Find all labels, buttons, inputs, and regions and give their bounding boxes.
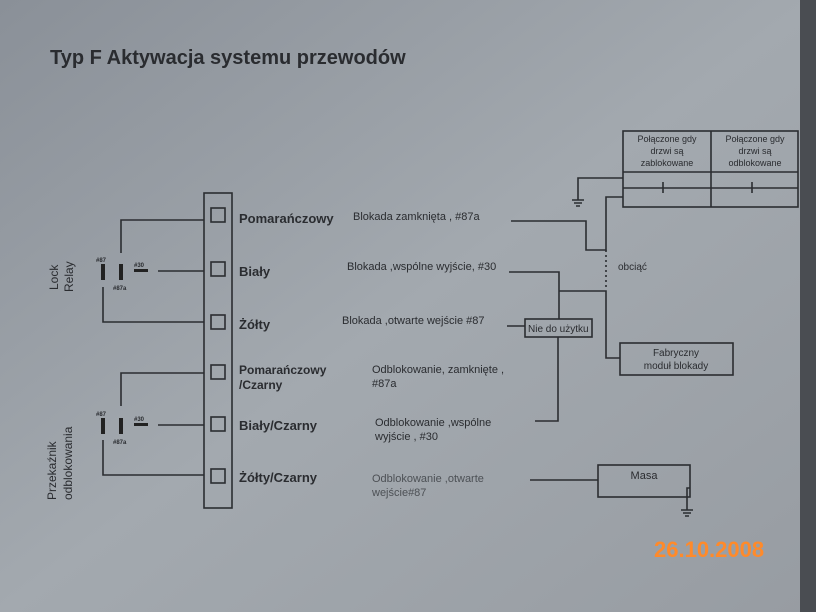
ground-box [597, 464, 691, 498]
wire-color-3: Żółty [239, 317, 271, 332]
factory-label-1: Fabryczny [653, 348, 699, 359]
date-stamp: 26.10.2008 [654, 537, 764, 562]
connector-slots [210, 207, 226, 484]
unused-box [524, 318, 593, 338]
svg-text:#30: #30 [134, 417, 145, 423]
wire-color-2: Biały [239, 264, 271, 279]
slot-5 [210, 416, 226, 432]
connector-block [203, 192, 233, 509]
slot-6 [210, 468, 226, 484]
wire-desc-3: Blokada ,otwarte wejście #87 [342, 315, 484, 327]
svg-text:#87a: #87a [113, 440, 127, 446]
svg-text:#87: #87 [96, 258, 107, 264]
ground-icon [572, 199, 584, 207]
svg-text:#30: #30 [134, 263, 145, 269]
wire-color-6: Żółty/Czarny [239, 470, 318, 485]
slot-3 [210, 314, 226, 330]
lock-relay-label-2: Relay [62, 261, 76, 292]
svg-text:odblokowane: odblokowane [728, 158, 781, 168]
wire-color-1: Pomarańczowy [239, 211, 334, 226]
lock-relay-label-1: Lock [47, 264, 61, 290]
slot-1 [210, 207, 226, 223]
factory-label-2: moduł blokady [644, 361, 708, 372]
wire-desc-4b: #87a [372, 378, 397, 390]
wire-color-4b: /Czarny [239, 378, 283, 392]
wiring-lines [507, 177, 693, 517]
svg-text:#87a: #87a [113, 286, 127, 292]
svg-text:Połączone gdy: Połączone gdy [637, 134, 697, 144]
cut-label: obciąć [618, 262, 647, 273]
slot-2 [210, 261, 226, 277]
unlock-relay: Przekaźnik odblokowania #87 #87a #30 [45, 372, 204, 500]
wire-desc-6b: wejście#87 [371, 487, 426, 499]
wire-color-5: Biały/Czarny [239, 418, 318, 433]
slot-4 [210, 364, 226, 380]
svg-text:zablokowane: zablokowane [641, 158, 694, 168]
factory-module-box [619, 342, 734, 376]
wire-desc-5: Odblokowanie ,wspólne [375, 417, 491, 429]
lock-relay: Lock Relay #87 #87a #30 [47, 219, 204, 323]
wire-desc-6b: wyjście , #30 [374, 431, 438, 443]
svg-text:#87: #87 [96, 412, 107, 418]
unused-label: Nie do użytku [528, 324, 589, 335]
svg-text:Połączone gdy: Połączone gdy [725, 134, 785, 144]
ground-icon-2 [681, 509, 693, 517]
unlock-relay-label-2: odblokowania [61, 426, 75, 500]
svg-text:drzwi są: drzwi są [738, 146, 771, 156]
wire-color-4: Pomarańczowy [239, 363, 327, 377]
page-title: Typ F Aktywacja systemu przewodów [50, 47, 406, 69]
wire-desc-6: Odblokowanie ,otwarte [372, 473, 484, 485]
wire-desc-1: Blokada zamknięta , #87a [353, 211, 480, 223]
unlock-relay-label-1: Przekaźnik [45, 440, 59, 500]
right-edge-shadow [800, 0, 816, 612]
ground-label: Masa [631, 470, 659, 482]
wire-desc-2: Blokada ,wspólne wyjście, #30 [347, 261, 496, 273]
connection-table: Połączone gdy drzwi są zablokowane Połąc… [622, 130, 799, 208]
wire-desc-4: Odblokowanie, zamknięte , [372, 364, 504, 376]
svg-text:drzwi są: drzwi są [650, 146, 683, 156]
